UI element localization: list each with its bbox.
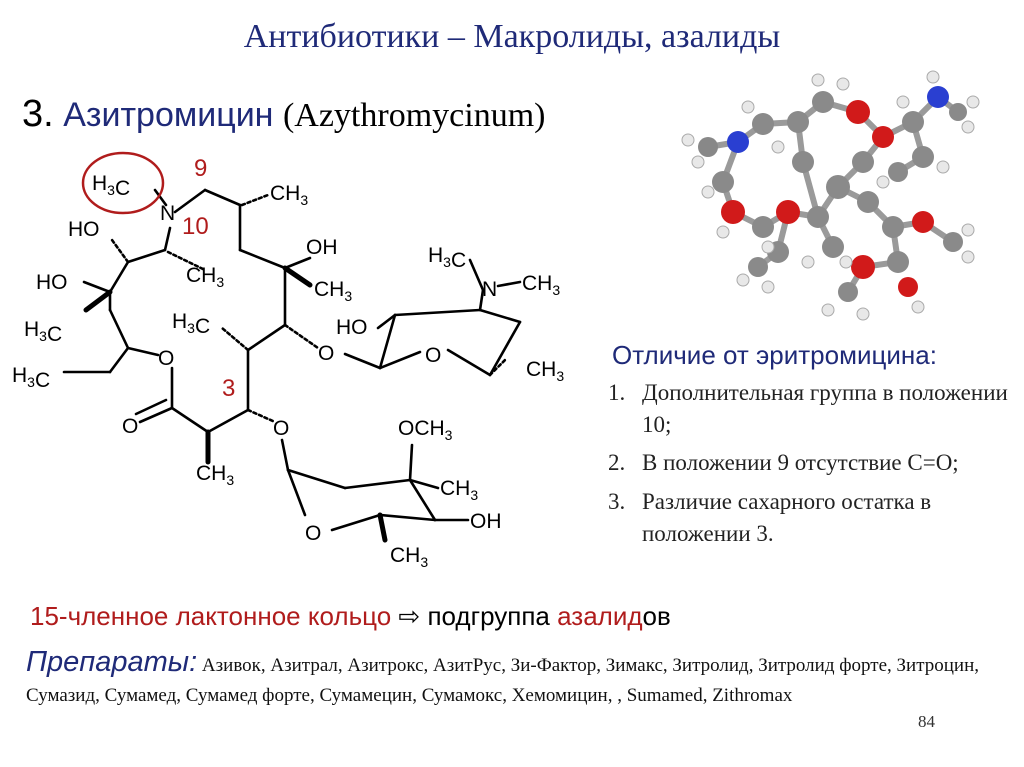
atom-o-sugar2: O xyxy=(305,522,321,545)
atom-o-ring: O xyxy=(158,347,174,370)
ring-note: 15-членное лактонное кольцо ⇨ подгруппа … xyxy=(30,601,671,632)
compound-heading: 3. Азитромицин (Azythromycinum) xyxy=(22,92,545,136)
page-number: 84 xyxy=(918,712,935,731)
atom-oh-sugar2: OH xyxy=(470,510,502,533)
atom-ch3-a: CH3 xyxy=(186,264,224,290)
atom-ch3-sugar2a: CH3 xyxy=(440,477,478,503)
model-atoms xyxy=(698,86,967,302)
atom-o-sugar1: O xyxy=(425,344,441,367)
differences-title: Отличие от эритромицина: xyxy=(612,340,937,370)
ring-note-part3: азалид xyxy=(557,601,643,631)
position-10: 10 xyxy=(182,213,209,240)
ring-note-part2: подгруппа xyxy=(427,601,550,631)
atom-ch3-sugar1: CH3 xyxy=(526,358,564,384)
atom-ho-sugar: HO xyxy=(336,316,368,339)
position-9: 9 xyxy=(194,155,207,182)
atom-n-sugar: N xyxy=(482,278,497,301)
molecule-3d-model xyxy=(681,70,980,321)
heading-name-ru: Азитромицин xyxy=(63,96,274,134)
position-3: 3 xyxy=(222,375,235,402)
list-item-number: 1. xyxy=(608,380,626,405)
ring-note-part1: 15-членное лактонное кольцо xyxy=(30,601,392,631)
drugs-paragraph: Препараты: Азивок, Азитрал, Азитрокс, Аз… xyxy=(26,643,1011,709)
atom-ho-2: HO xyxy=(36,271,68,294)
atom-ho-1: HO xyxy=(68,218,100,241)
list-item-text: Дополнительная группа в положении 10; xyxy=(642,380,1008,438)
heading-number: 3. xyxy=(22,93,54,135)
drugs-list: Азивок, Азитрал, Азитрокс, АзитРус, Зи-Ф… xyxy=(26,655,980,706)
highlight-circle xyxy=(81,151,165,215)
atom-h3c-ethyl: H3C xyxy=(12,364,50,392)
atom-ch3-sugar2b: CH3 xyxy=(390,544,428,570)
differences-list: 1. Дополнительная группа в положении 10;… xyxy=(608,377,1018,556)
list-item-text: В положении 9 отсутствие С=О; xyxy=(642,450,959,476)
atom-ch3-oh: CH3 xyxy=(314,278,352,304)
list-item: 3. Различие сахарного остатка в положени… xyxy=(608,486,1018,550)
atom-ch3-nm2: CH3 xyxy=(522,272,560,298)
list-item-number: 2. xyxy=(608,450,626,476)
atom-ch3-bottom: CH3 xyxy=(196,462,234,488)
formula-bonds xyxy=(62,188,522,543)
atom-o-link1: O xyxy=(318,342,334,365)
list-item: 1. Дополнительная группа в положении 10; xyxy=(608,377,1018,441)
atom-o-link2: O xyxy=(273,417,289,440)
atom-h3c-ring: H3C xyxy=(172,310,210,338)
structural-formula: H3C N CH3 HO HO H3C CH3 OH CH3 H3C O H3C… xyxy=(12,151,564,570)
slide-title: Антибиотики – Макролиды, азалиды xyxy=(243,18,781,55)
list-item-text: Различие сахарного остатка в положении 3… xyxy=(642,488,932,546)
atom-h3c-left: H3C xyxy=(24,318,62,346)
atom-h3c-n: H3C xyxy=(92,172,130,200)
list-item-number: 3. xyxy=(608,488,626,514)
atom-och3: OCH3 xyxy=(398,417,453,443)
list-item: 2. В положении 9 отсутствие С=О; xyxy=(608,447,1018,479)
atom-n: N xyxy=(160,202,175,225)
atom-ch3-top: CH3 xyxy=(270,182,308,208)
model-hydrogens xyxy=(681,70,980,321)
atom-h3c-nm2: H3C xyxy=(428,244,466,272)
ring-note-part4: ов xyxy=(642,601,671,631)
heading-name-lat: (Azythromycinum) xyxy=(282,97,546,134)
atom-o-keto: O xyxy=(122,415,138,438)
arrow-icon: ⇨ xyxy=(398,601,421,631)
atom-oh-1: OH xyxy=(306,236,338,259)
drugs-lead: Препараты: xyxy=(26,646,198,678)
